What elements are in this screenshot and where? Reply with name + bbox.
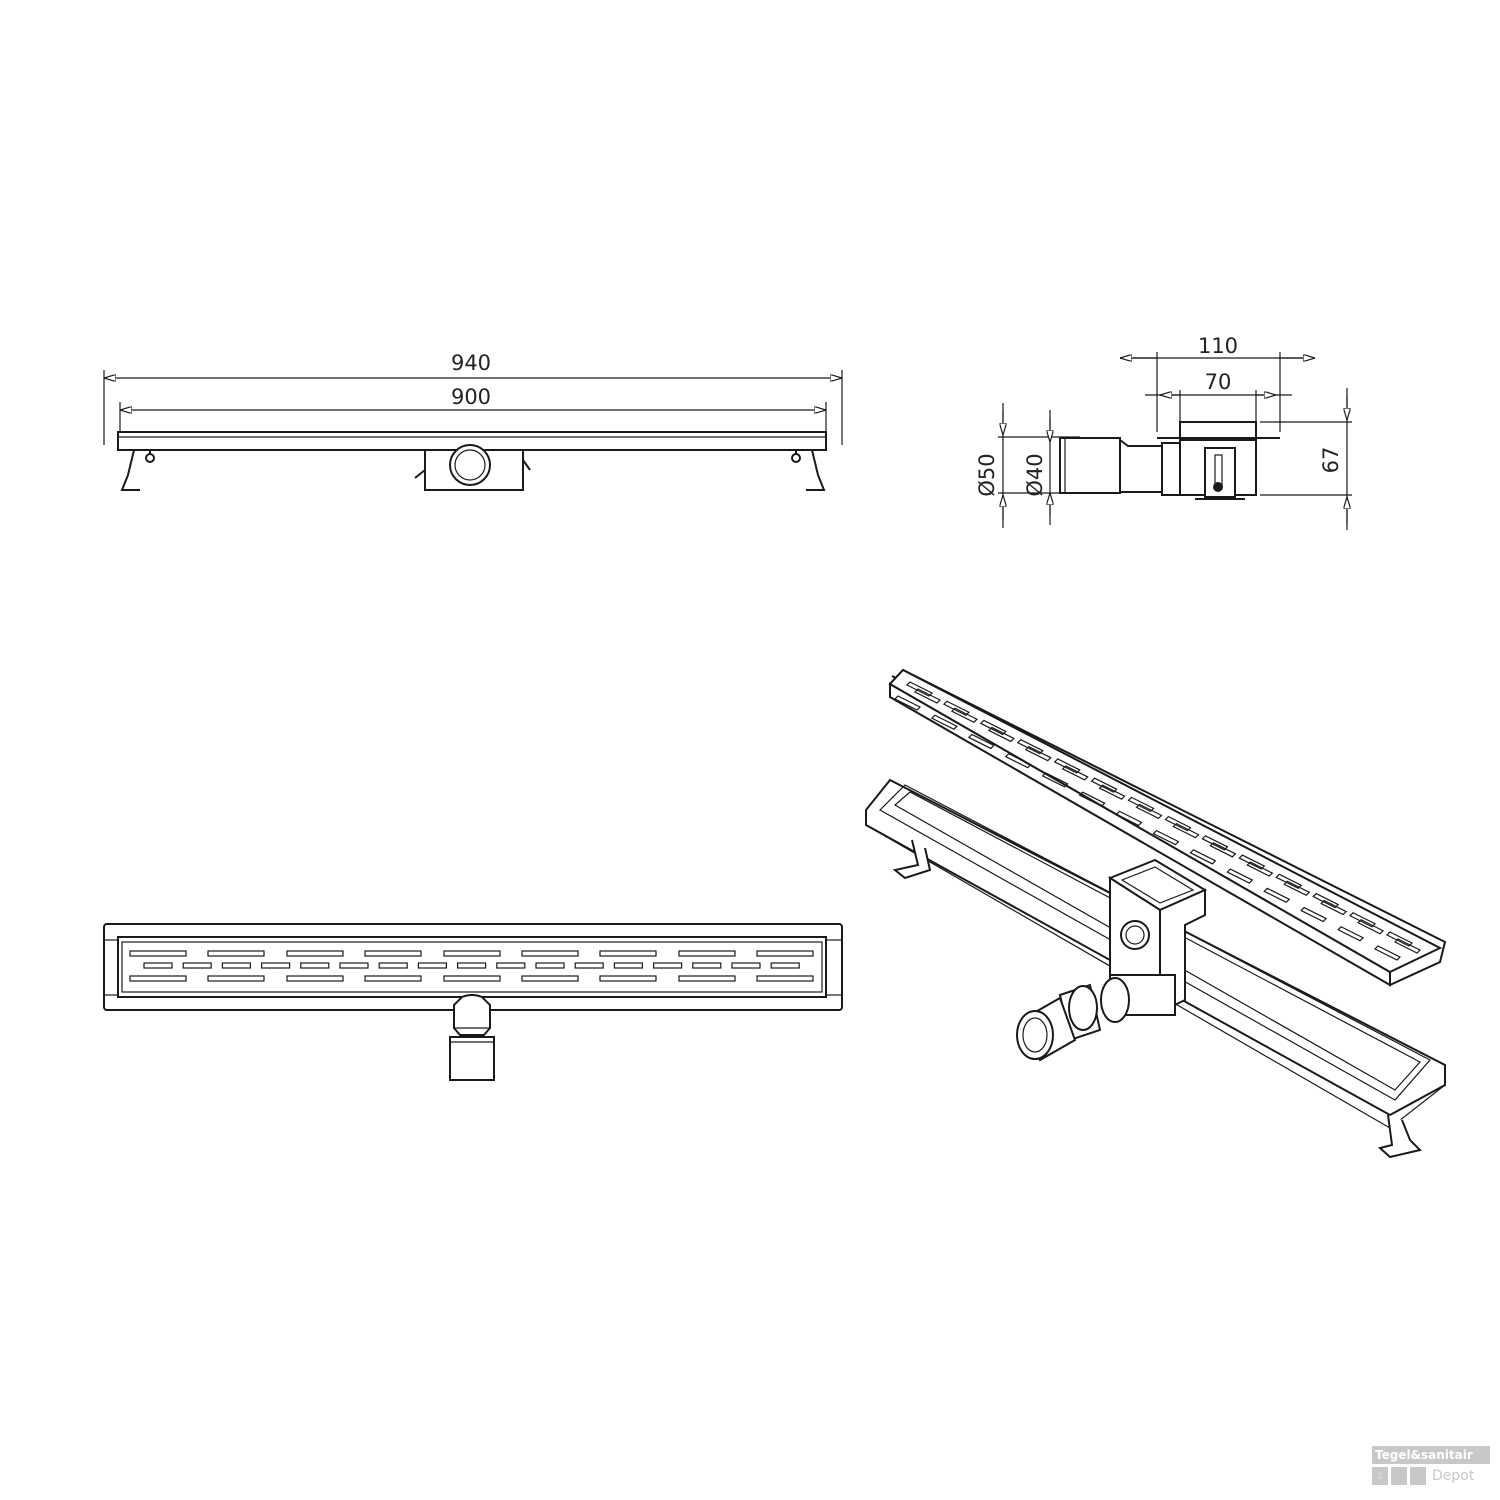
dimension-67: 67 [1319,447,1343,474]
slot [979,719,1007,736]
slot [1283,880,1311,897]
slot [599,950,657,957]
slot [1061,765,1089,781]
slot [1053,758,1081,774]
slot [496,962,526,969]
slot [457,962,487,969]
plan-view [103,923,843,1081]
slot [1226,868,1254,884]
slot [1312,892,1340,909]
slot [182,962,212,969]
logo-square [1391,1467,1407,1485]
slot [221,962,251,969]
slot [521,950,579,957]
slot [300,962,330,969]
slot [1041,772,1069,788]
slot [1004,752,1032,769]
slot [378,962,408,969]
slot [1246,861,1274,877]
logo-square [1410,1467,1426,1485]
isometric-view [865,668,1447,1159]
slot [967,733,995,750]
slot [1135,803,1163,820]
slot [1393,938,1422,954]
slot [521,975,579,982]
slot [1016,738,1044,755]
slot [678,975,736,982]
grate-slots [129,950,814,982]
dimension-900: 900 [451,385,491,409]
watermark-brand: Tegel&sanitair [1372,1446,1490,1464]
slot [893,695,922,711]
slot [1127,796,1155,813]
front-view: 940 900 [103,351,843,491]
slot [207,975,265,982]
slot [286,950,344,957]
slot [286,975,344,982]
slot [443,975,501,982]
dimension-940: 940 [451,351,491,375]
slot [905,681,934,697]
slot [1349,912,1377,928]
slot [1263,887,1291,904]
slot [1115,810,1143,827]
watermark-sub: Depot [1432,1468,1475,1484]
watermark-logo: Tegel&sanitair 💧︎ Depot [1372,1446,1490,1485]
slot [770,962,800,969]
slot [913,688,942,704]
slot [1172,822,1200,839]
slot [364,950,422,957]
side-view: 110 70 67 Ø50 Ø40 [975,334,1352,530]
slot [129,975,187,982]
slot [1152,829,1180,846]
slot [1098,784,1126,800]
slot [756,975,814,982]
slot [1209,842,1237,858]
slot [1189,849,1217,865]
dimension-diameter-40: Ø40 [1023,453,1047,496]
slot [652,962,683,969]
slot [1024,745,1052,762]
slot [1164,815,1192,832]
slot [417,962,447,969]
slot [1238,854,1266,870]
slot [1385,931,1414,947]
slot [1373,945,1402,961]
slot [756,950,814,957]
slot [950,707,978,723]
slot [535,962,565,969]
slot [1078,791,1106,807]
dimension-110: 110 [1198,334,1238,358]
slot [613,962,644,969]
slot [339,962,369,969]
slot [1090,777,1118,793]
slot [1275,873,1303,890]
slot [129,950,187,957]
slot [364,975,422,982]
slot [987,726,1015,743]
slot [692,962,722,969]
dimension-70: 70 [1205,370,1232,394]
slot [1300,906,1328,923]
slot [1320,899,1348,916]
slot [574,962,604,969]
slot [143,962,173,969]
slot [207,950,265,957]
slot [930,714,958,730]
slot [261,962,291,969]
dimension-diameter-50: Ø50 [975,453,999,496]
slot [731,962,761,969]
slot [1357,919,1385,935]
slot [1337,926,1365,942]
slot [942,700,970,716]
slot [599,975,657,982]
slot [678,950,736,957]
slot [443,950,501,957]
water-drop-icon: 💧︎ [1372,1467,1388,1485]
slot [1201,835,1229,851]
